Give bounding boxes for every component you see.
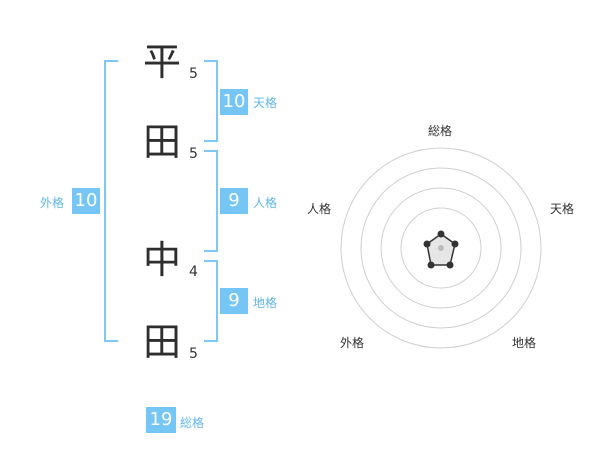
radar-label-tenkaku: 天格 xyxy=(550,202,575,216)
tenkaku-label: 天格 xyxy=(253,96,278,110)
name-char-4: 田 xyxy=(142,320,181,364)
gaikaku-bracket xyxy=(104,60,118,342)
jinkaku-bracket xyxy=(204,150,218,252)
radar-point-bottom-left xyxy=(427,261,435,269)
radar-ring-1 xyxy=(400,207,482,289)
name-char-3: 中 xyxy=(142,238,181,282)
chikaku-bracket xyxy=(204,260,218,342)
radar-ring-2 xyxy=(380,187,502,309)
radar-label-chikaku: 地格 xyxy=(512,336,537,350)
stroke-count-1: 5 xyxy=(189,66,198,82)
stroke-count-2: 5 xyxy=(189,146,198,162)
radar-point-bottom-right xyxy=(446,261,454,269)
stroke-count-3: 4 xyxy=(189,264,198,280)
jinkaku-label: 人格 xyxy=(253,196,278,210)
radar-label-gaikaku: 外格 xyxy=(340,336,365,350)
chikaku-value-box: 9 xyxy=(220,288,248,314)
radar-point-left xyxy=(423,240,431,248)
radar-center xyxy=(438,245,444,251)
name-char-2: 田 xyxy=(142,120,181,164)
radar-ring-3 xyxy=(360,167,522,329)
radar-label-jinkaku: 人格 xyxy=(307,202,332,216)
radar-label-soukaku: 総格 xyxy=(428,124,453,138)
jinkaku-value-box: 9 xyxy=(220,188,248,214)
name-char-1: 平 xyxy=(142,40,181,84)
radar-ring-4 xyxy=(340,147,542,349)
chikaku-label: 地格 xyxy=(253,296,278,310)
gaikaku-value-box: 10 xyxy=(72,188,100,214)
radar-point-top xyxy=(437,230,445,238)
tenkaku-value-box: 10 xyxy=(220,89,248,115)
stroke-count-4: 5 xyxy=(189,346,198,362)
radar-point-right xyxy=(451,240,459,248)
soukaku-label: 総格 xyxy=(180,416,205,430)
gaikaku-label: 外格 xyxy=(40,196,65,210)
tenkaku-bracket xyxy=(204,60,218,142)
soukaku-value-box: 19 xyxy=(146,407,176,433)
